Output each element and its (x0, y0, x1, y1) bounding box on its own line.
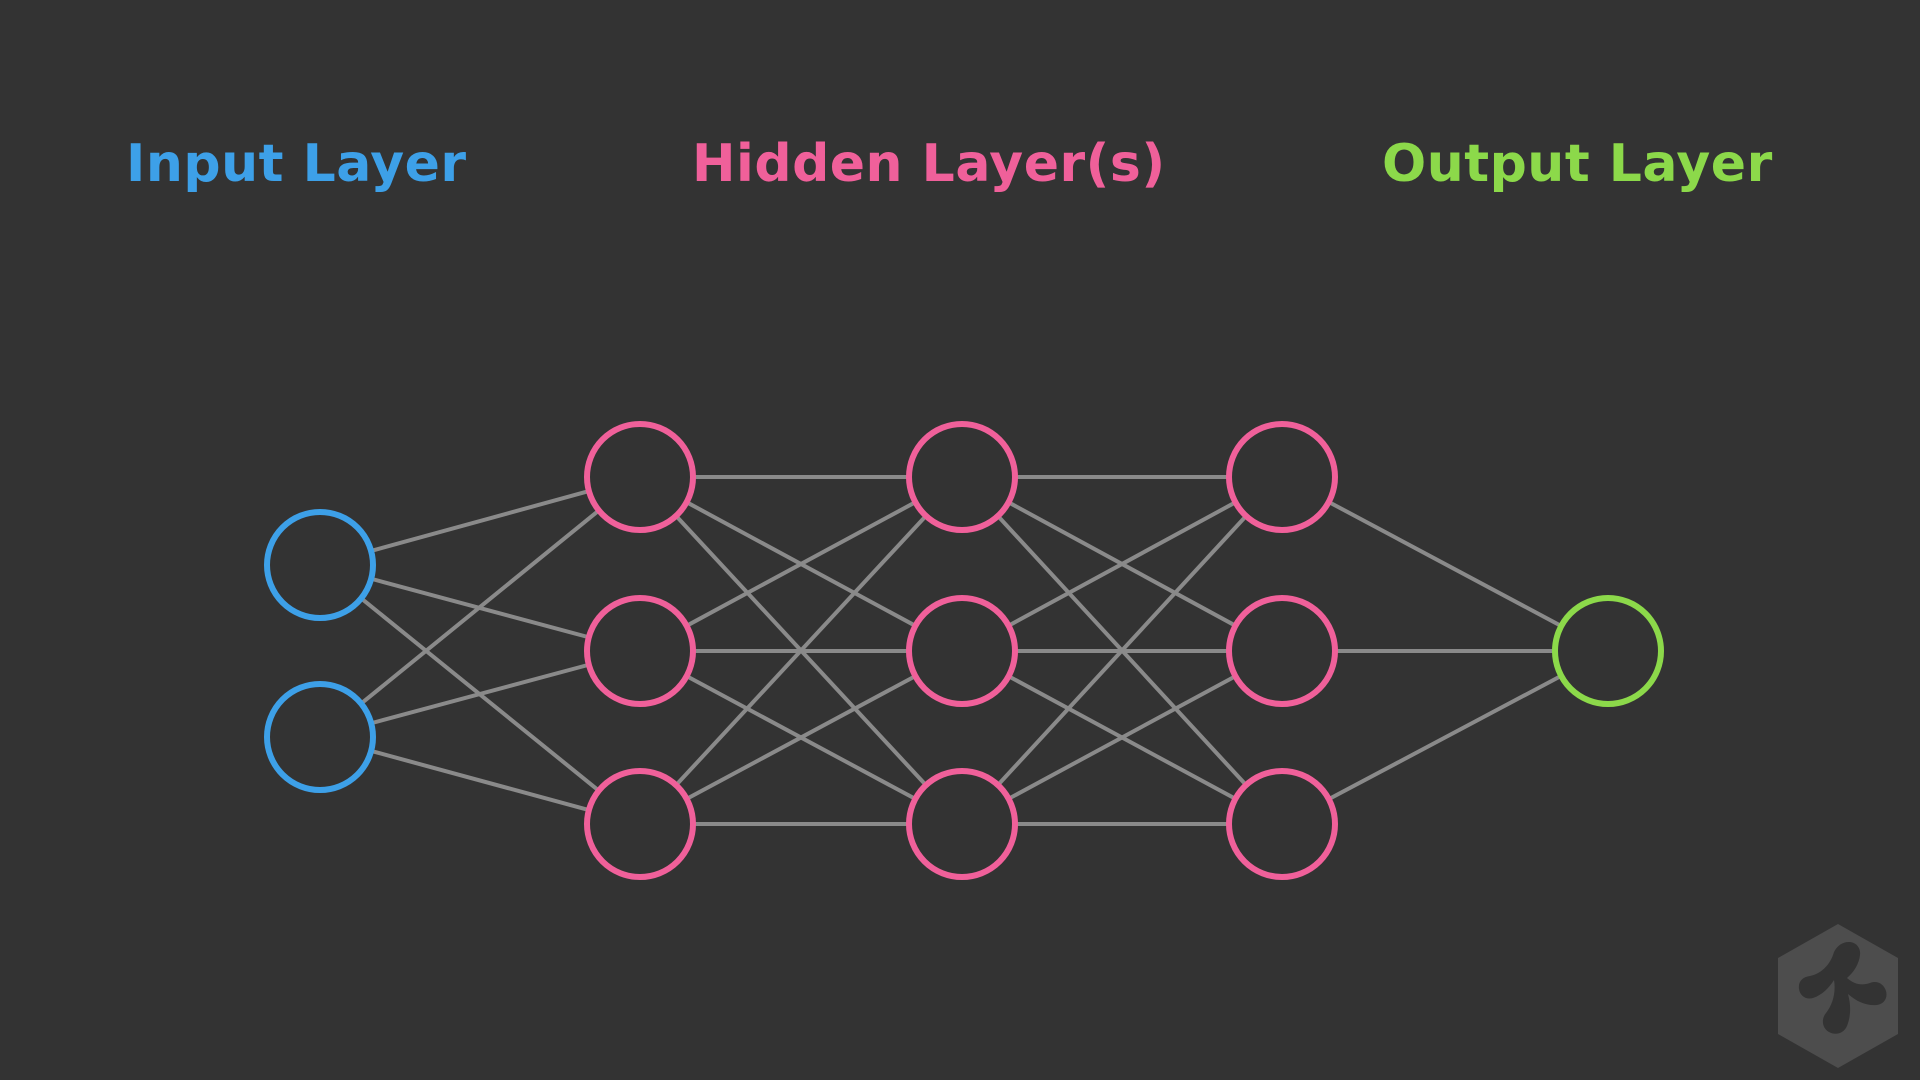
connection-edges-group (359, 475, 1564, 826)
connection-edge (1326, 499, 1564, 629)
connection-edge (369, 489, 591, 553)
neuron-node-hidden-3-2 (1226, 768, 1338, 880)
hidden-layer-label: Hidden Layer(s) (692, 134, 1166, 194)
neuron-node-hidden-1-2 (584, 768, 696, 880)
connection-edge (1326, 673, 1564, 802)
connection-edge (1006, 500, 1238, 628)
neuron-nodes-group (264, 421, 1664, 880)
connection-edge (359, 508, 601, 706)
neuron-node-hidden-3-1 (1226, 595, 1338, 707)
connection-edge (684, 500, 918, 628)
output-layer-label: Output Layer (1382, 134, 1773, 194)
connection-edge (1006, 674, 1238, 801)
neuron-node-hidden-2-2 (906, 768, 1018, 880)
connection-edge (995, 513, 1249, 788)
neuron-node-output-4-0 (1552, 595, 1664, 707)
neuron-node-hidden-3-0 (1226, 421, 1338, 533)
connection-edge (369, 748, 591, 813)
neuron-node-hidden-2-1 (906, 595, 1018, 707)
neuron-node-input-0-0 (264, 509, 376, 621)
connection-edge (684, 674, 918, 801)
neuron-node-input-0-1 (264, 681, 376, 793)
neuron-node-hidden-1-0 (584, 421, 696, 533)
neuron-node-hidden-1-1 (584, 595, 696, 707)
connection-edge (369, 662, 591, 726)
neuron-node-hidden-2-0 (906, 421, 1018, 533)
connection-edge (674, 513, 928, 788)
input-layer-label: Input Layer (126, 134, 467, 194)
